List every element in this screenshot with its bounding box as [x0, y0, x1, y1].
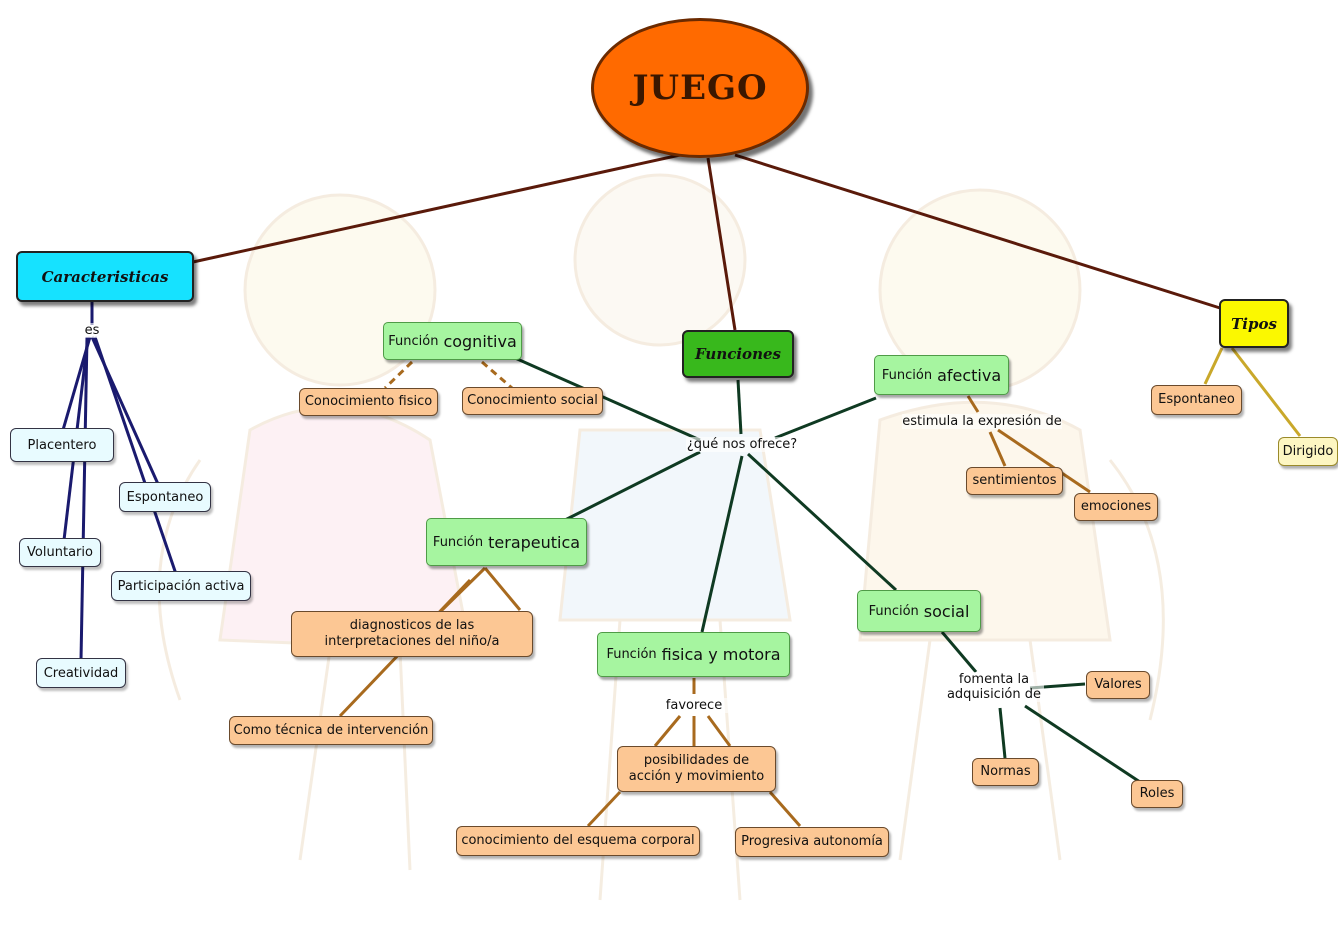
link-funciones-ofrece — [736, 379, 743, 435]
funcion-prefix: Función — [881, 367, 933, 383]
link-ofrece-social — [746, 452, 898, 592]
leaf-progresiva-autonomia[interactable]: Progresiva autonomía — [735, 827, 889, 857]
link-root-caracteristicas — [192, 153, 681, 264]
leaf-posibilidades-accion[interactable]: posibilidades de acción y movimiento — [617, 746, 776, 792]
link-ofrece-terapeutica — [564, 450, 701, 522]
link-afectiva-estimula — [966, 395, 980, 413]
leaf-roles[interactable]: Roles — [1131, 780, 1183, 808]
leaf-esquema-corporal[interactable]: conocimiento del esquema corporal — [456, 826, 700, 856]
link-label-que-nos-ofrece: ¿qué nos ofrece? — [686, 437, 798, 452]
link-label-fomenta: fomenta la adquisición de — [944, 672, 1044, 702]
funcion-name: fisica y motora — [661, 645, 781, 664]
leaf-conocimiento-fisico[interactable]: Conocimiento fisico — [299, 388, 438, 416]
funcion-name: terapeutica — [488, 532, 581, 552]
leaf-normas[interactable]: Normas — [972, 758, 1039, 786]
link-favorece-pos-3 — [706, 715, 732, 747]
leaf-conocimiento-social[interactable]: Conocimiento social — [462, 387, 603, 415]
leaf-emociones[interactable]: emociones — [1074, 493, 1158, 521]
tipo-dirigido[interactable]: Dirigido — [1278, 437, 1338, 466]
tipos-node[interactable]: Tipos — [1219, 299, 1289, 348]
link-cognitiva-social — [481, 360, 513, 390]
link-ofrece-afectiva — [774, 396, 877, 440]
link-fomenta-normas — [998, 707, 1007, 759]
link-root-funciones — [706, 157, 737, 331]
link-root-tipos — [734, 153, 1221, 310]
link-ofrece-fisica — [700, 455, 744, 633]
funciones-node[interactable]: Funciones — [682, 330, 794, 378]
leaf-valores[interactable]: Valores — [1086, 671, 1150, 699]
car-placentero[interactable]: Placentero — [10, 428, 114, 462]
link-tipos-dirigido — [1230, 347, 1302, 437]
tipo-espontaneo[interactable]: Espontaneo — [1151, 385, 1242, 415]
link-label-es: es — [83, 323, 101, 338]
link-tipos-espontaneo — [1203, 347, 1224, 385]
link-cognitiva-fisico — [383, 360, 414, 390]
funcion-prefix: Función — [868, 603, 919, 619]
funcion-prefix: Función — [606, 647, 657, 662]
link-terap-diag-2 — [483, 567, 522, 611]
car-voluntario[interactable]: Voluntario — [19, 538, 101, 567]
link-ofrece-cognitiva — [514, 356, 701, 442]
car-espontaneo[interactable]: Espontaneo — [119, 482, 211, 512]
link-es-creatividad — [79, 336, 89, 661]
funcion-name: social — [923, 601, 970, 621]
link-social-fomenta — [940, 631, 978, 673]
funcion-prefix: Función — [432, 534, 484, 550]
root-node[interactable]: JUEGO — [591, 18, 809, 158]
car-participacion-activa[interactable]: Participación activa — [111, 571, 251, 601]
leaf-sentimientos[interactable]: sentimientos — [966, 467, 1063, 495]
link-label-favorece: favorece — [660, 698, 728, 713]
link-estimula-sentimientos — [988, 431, 1007, 467]
leaf-tecnica-intervencion[interactable]: Como técnica de intervención — [229, 716, 433, 745]
link-fomenta-roles — [1024, 704, 1141, 784]
funcion-fisica-motora-node[interactable]: Función fisica y motora — [597, 632, 790, 677]
funcion-name: cognitiva — [443, 331, 517, 351]
link-estimula-emociones — [997, 428, 1091, 494]
funcion-prefix: Función — [388, 333, 439, 349]
funcion-name: afectiva — [937, 365, 1002, 385]
link-es-participacion — [93, 336, 178, 575]
link-pos-autonomia — [768, 791, 802, 827]
link-label-estimula: estimula la expresión de — [902, 414, 1062, 429]
car-creatividad[interactable]: Creatividad — [36, 658, 126, 688]
link-pos-esquema — [586, 790, 622, 828]
caracteristicas-node[interactable]: Caracteristicas — [16, 251, 194, 302]
link-favorece-pos-1 — [653, 715, 682, 747]
leaf-diagnosticos[interactable]: diagnosticos de las interpretaciones del… — [291, 611, 533, 657]
